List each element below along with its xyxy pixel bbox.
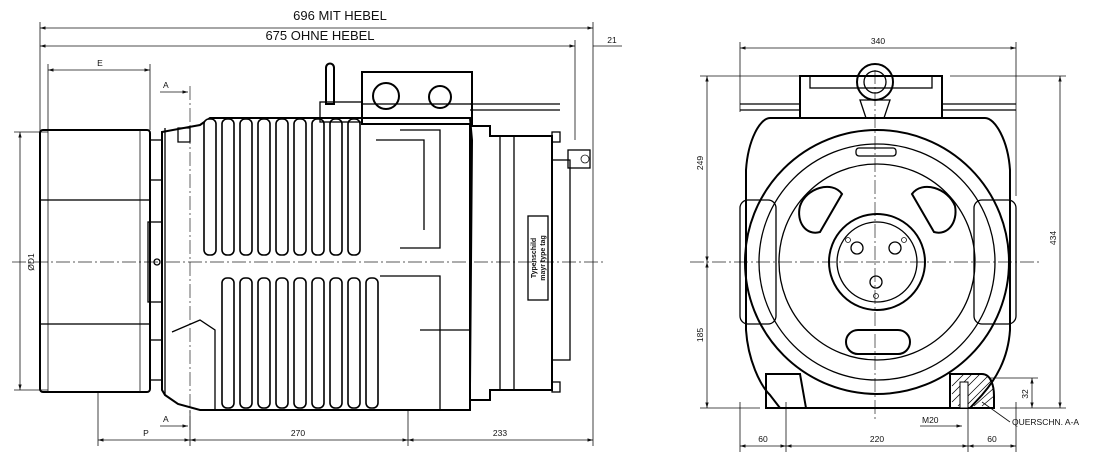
label-60-left: 60 xyxy=(758,434,768,444)
dimension-lever-offset: 21 xyxy=(593,35,622,47)
bolt-callout: M20 xyxy=(920,415,962,428)
label-696: 696 MIT HEBEL xyxy=(293,8,387,23)
label-270: 270 xyxy=(291,428,305,438)
brake-unit xyxy=(376,125,591,410)
type-plate-line1: Typenschild xyxy=(531,238,538,278)
label-249: 249 xyxy=(695,156,705,170)
label-e: E xyxy=(97,58,103,68)
front-view: 340 249 185 434 32 xyxy=(690,36,1079,452)
dimension-overall-without-lever: 675 OHNE HEBEL xyxy=(40,28,576,140)
label-21: 21 xyxy=(607,35,617,45)
label-220: 220 xyxy=(870,434,884,444)
cooling-fins-upper xyxy=(203,118,361,256)
dimension-bottom-chain: P 270 233 xyxy=(97,160,594,446)
traction-sheave xyxy=(39,129,163,393)
section-mark-bottom: A xyxy=(160,414,188,428)
label-233: 233 xyxy=(493,428,507,438)
section-callout: QUERSCHN. A-A xyxy=(981,401,1079,427)
dimension-overall-with-lever: 696 MIT HEBEL xyxy=(39,8,594,160)
dimension-front-width: 340 xyxy=(739,36,1017,196)
shaft-bolts xyxy=(845,237,907,299)
foot-section-a-a xyxy=(949,373,995,409)
label-185: 185 xyxy=(695,328,705,342)
side-view: 696 MIT HEBEL 675 OHNE HEBEL 21 E A A xyxy=(12,8,622,446)
label-434: 434 xyxy=(1048,231,1058,245)
label-32: 32 xyxy=(1020,389,1030,399)
dimension-front-bottom-chain: 60 220 60 xyxy=(739,402,1017,452)
label-m20: M20 xyxy=(922,415,939,425)
front-terminal-box xyxy=(740,63,1016,119)
label-60-right: 60 xyxy=(987,434,997,444)
dimension-front-height-total: 434 xyxy=(950,75,1066,409)
dimension-front-heights-left: 249 185 xyxy=(695,75,800,409)
dimension-pulley-diameter: ØD1 xyxy=(14,131,48,391)
label-p: P xyxy=(143,428,149,438)
type-plate-line2: mayr type tag xyxy=(540,235,547,281)
label-675: 675 OHNE HEBEL xyxy=(265,28,374,43)
label-a-top: A xyxy=(163,80,169,90)
dimension-foot-height: 32 xyxy=(990,377,1038,408)
label-a-bottom: A xyxy=(163,414,169,424)
dimension-pulley-width: E xyxy=(47,58,151,130)
label-section-a-a: QUERSCHN. A-A xyxy=(1012,417,1079,427)
terminal-box xyxy=(319,62,560,125)
type-plate: Typenschild mayr type tag xyxy=(527,215,549,301)
foot-left xyxy=(765,373,808,409)
cooling-fins-lower xyxy=(221,277,379,409)
label-340: 340 xyxy=(871,36,885,46)
front-housing xyxy=(739,117,1017,409)
section-mark-top: A xyxy=(160,80,188,94)
